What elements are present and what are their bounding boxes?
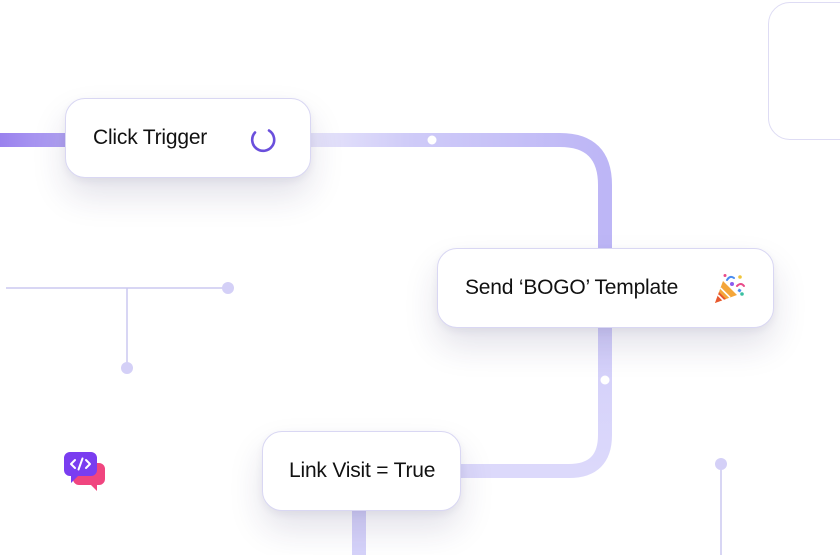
node-label: Click Trigger <box>93 126 208 149</box>
node-label: Send ‘BOGO’ Template <box>465 276 679 299</box>
wire-bogo-to-link <box>456 326 612 478</box>
code-chat-logo-icon <box>64 452 105 491</box>
endpoint-dot <box>121 362 133 374</box>
link-visit-condition-node[interactable]: Link Visit = True <box>262 431 461 511</box>
wire-click-to-bogo <box>305 133 612 252</box>
send-bogo-template-node[interactable]: Send ‘BOGO’ Template <box>437 248 774 328</box>
wire-incoming <box>0 133 70 147</box>
wire-dot <box>600 375 610 385</box>
click-trigger-node[interactable]: Click Trigger <box>65 98 311 178</box>
endpoint-dot <box>715 458 727 470</box>
node-label: Link Visit = True <box>289 459 436 482</box>
wire-dot <box>427 135 437 145</box>
party-popper-icon <box>715 274 745 303</box>
wire-link-out <box>352 511 366 555</box>
loading-spinner-icon <box>250 129 276 153</box>
endpoint-dot <box>222 282 234 294</box>
offscreen-node-card <box>768 2 840 140</box>
